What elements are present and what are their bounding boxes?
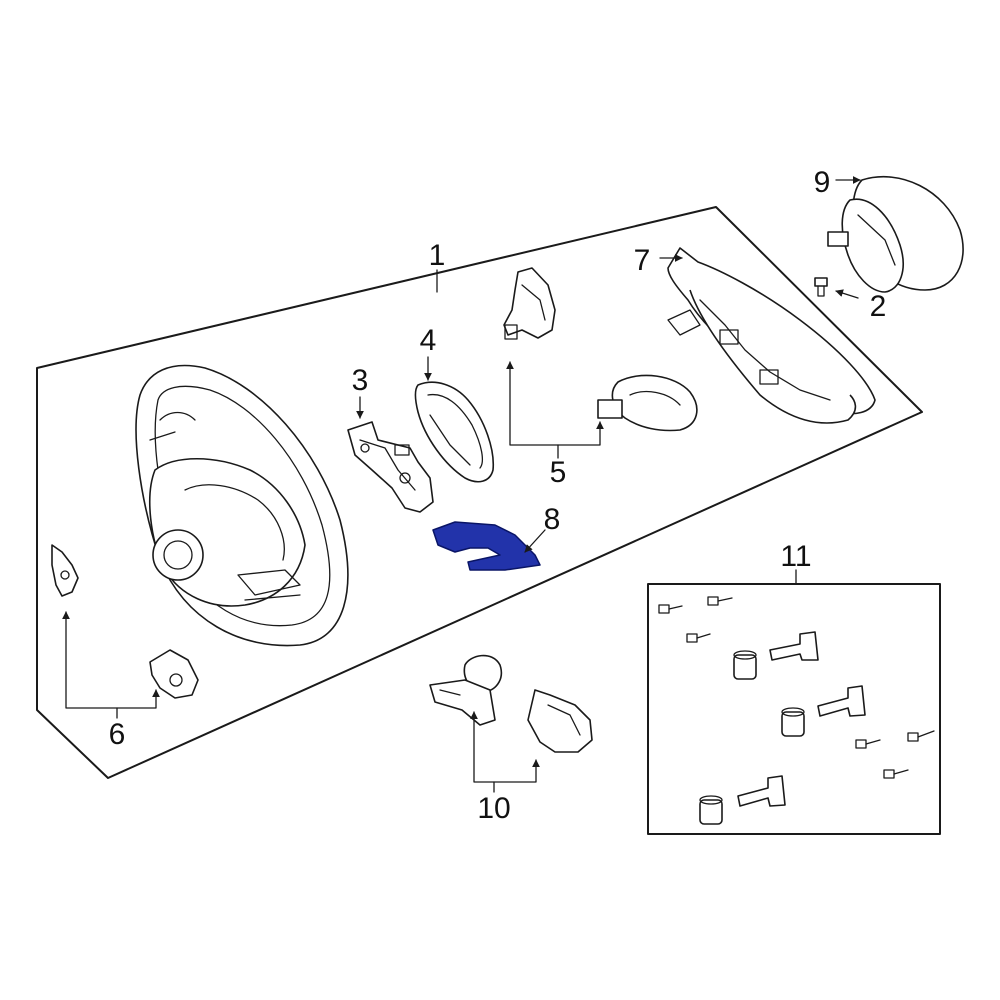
leader-6 [62, 611, 160, 709]
part-5-switch-lower [597, 374, 698, 432]
callout-8: 8 [544, 503, 561, 536]
part-10-paddle-left [429, 654, 502, 726]
callout-10: 10 [477, 792, 510, 825]
callout-1: 1 [429, 239, 446, 272]
part-3-bracket [347, 421, 434, 513]
callout-4: 4 [420, 324, 437, 357]
part-11-hardware [658, 596, 935, 825]
part-11-box [647, 583, 941, 835]
part-5-switch-upper [503, 267, 556, 340]
part-6-switch-right [149, 649, 199, 699]
leader-8 [524, 529, 546, 553]
leader-5 [506, 361, 604, 446]
callout-2: 2 [870, 290, 887, 323]
assembly-frame [36, 206, 923, 779]
part-4-switch-panel [414, 381, 495, 483]
part-7-wheel-cover [667, 247, 876, 424]
callout-6: 6 [109, 718, 126, 751]
part-8-trim-cover [432, 521, 541, 571]
steering-wheel [135, 364, 349, 647]
part-6-switch-left [51, 544, 79, 597]
leader-2 [835, 289, 859, 299]
callout-7: 7 [634, 244, 651, 277]
leader-10 [470, 711, 540, 783]
callout-9: 9 [814, 166, 831, 199]
part-2-screw [814, 277, 828, 297]
part-9-airbag [827, 175, 964, 293]
callout-5: 5 [550, 456, 567, 489]
callout-3: 3 [352, 364, 369, 397]
part-10-paddle-right [527, 689, 593, 753]
callout-11: 11 [780, 540, 811, 573]
